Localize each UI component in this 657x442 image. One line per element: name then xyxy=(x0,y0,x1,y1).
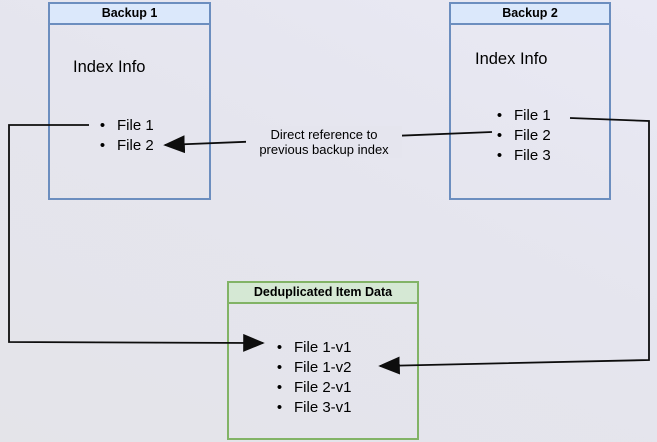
file-label: File 3-v1 xyxy=(294,398,352,416)
file-label: File 3 xyxy=(514,146,551,164)
backup2-file-list: File 1 File 2 File 3 xyxy=(492,105,551,165)
backup1-index-label: Index Info xyxy=(73,58,146,76)
list-item: File 2 xyxy=(95,135,154,155)
list-item: File 2-v1 xyxy=(272,377,352,397)
bullet-icon xyxy=(95,117,110,134)
backup1-title: Backup 1 xyxy=(101,6,158,20)
dedup-node: Deduplicated Item Data File 1-v1 File 1-… xyxy=(227,281,419,440)
bullet-icon xyxy=(492,147,507,164)
backup1-node: Backup 1 Index Info File 1 File 2 xyxy=(48,2,211,200)
backup1-file-list: File 1 File 2 xyxy=(95,115,154,155)
file-label: File 2 xyxy=(514,126,551,144)
bullet-icon xyxy=(95,137,110,154)
list-item: File 3 xyxy=(492,145,551,165)
file-label: File 1-v2 xyxy=(294,358,352,376)
bullet-icon xyxy=(272,359,287,376)
edge-label-line2: previous backup index xyxy=(259,142,389,157)
list-item: File 1 xyxy=(492,105,551,125)
bullet-icon xyxy=(272,339,287,356)
dedup-header: Deduplicated Item Data xyxy=(229,283,417,304)
file-label: File 1 xyxy=(514,106,551,124)
backup2-title: Backup 2 xyxy=(502,6,558,20)
file-label: File 1 xyxy=(117,116,154,134)
edge-label-direct-reference: Direct reference to previous backup inde… xyxy=(246,126,402,158)
bullet-icon xyxy=(492,107,507,124)
list-item: File 1 xyxy=(95,115,154,135)
bullet-icon xyxy=(492,127,507,144)
backup1-header: Backup 1 xyxy=(50,4,209,25)
edge-label-line1: Direct reference to xyxy=(270,127,378,142)
file-label: File 1-v1 xyxy=(294,338,352,356)
list-item: File 1-v1 xyxy=(272,337,352,357)
list-item: File 2 xyxy=(492,125,551,145)
list-item: File 1-v2 xyxy=(272,357,352,377)
backup2-node: Backup 2 Index Info File 1 File 2 File 3 xyxy=(449,2,611,200)
backup2-index-label: Index Info xyxy=(475,50,548,68)
bullet-icon xyxy=(272,399,287,416)
bullet-icon xyxy=(272,379,287,396)
file-label: File 2 xyxy=(117,136,154,154)
dedup-title: Deduplicated Item Data xyxy=(253,285,393,299)
backup2-header: Backup 2 xyxy=(451,4,609,25)
file-label: File 2-v1 xyxy=(294,378,352,396)
list-item: File 3-v1 xyxy=(272,397,352,417)
dedup-file-list: File 1-v1 File 1-v2 File 2-v1 File 3-v1 xyxy=(272,337,352,417)
